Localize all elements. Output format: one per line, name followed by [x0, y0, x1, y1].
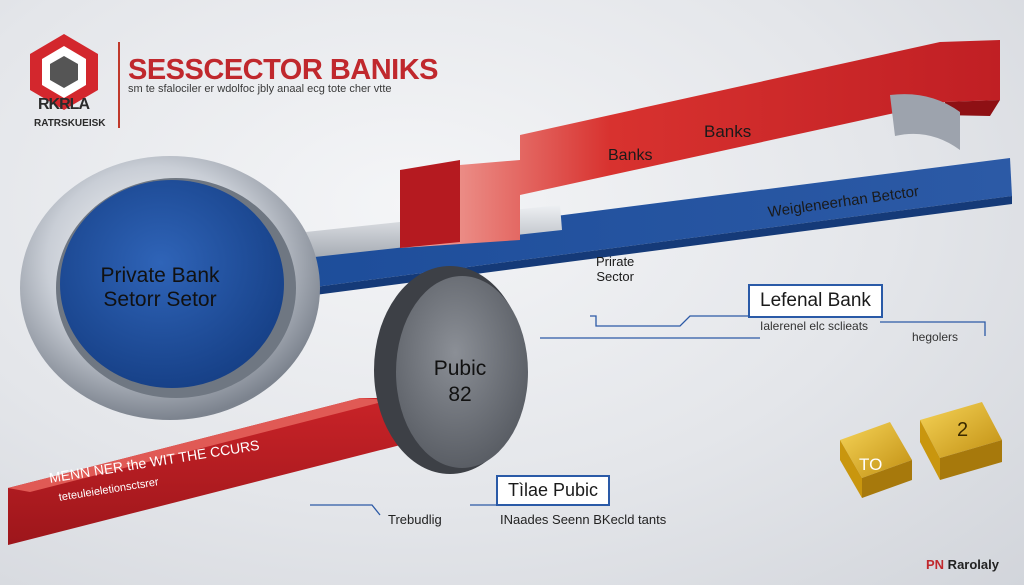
lefenal-bank-box: Lefenal Bank	[748, 284, 883, 318]
logo-text: RKRLA	[38, 96, 90, 113]
public-coin	[374, 266, 528, 474]
banks-label-1: Banks	[608, 147, 653, 164]
logo-subtext: RATRSKUEISK	[34, 118, 106, 129]
brand-watermark: PN Rarolaly	[926, 557, 999, 572]
brand-suffix: Rarolaly	[944, 557, 999, 572]
public-coin-label: Pubic 82	[420, 356, 500, 408]
banks-label-2: Banks	[704, 122, 752, 141]
header-divider	[118, 42, 120, 128]
private-sector-line-2: Sector	[596, 269, 634, 284]
bank-logo-icon	[30, 34, 98, 110]
public-line-1: Pubic	[433, 357, 487, 380]
private-bank-line-1: Private Bank	[100, 264, 220, 287]
gold-blocks	[840, 402, 1002, 498]
private-sector-line-1: Prirate	[596, 254, 635, 269]
public-line-2: 82	[448, 383, 472, 406]
trebudlig-caption: Trebudlig	[388, 512, 442, 527]
inaades-caption: INaades Seenn BKecld tants	[500, 512, 667, 527]
hegolers-caption: hegolers	[912, 330, 959, 344]
gold-block-label-2: 2	[957, 419, 969, 441]
brand-prefix: PN	[926, 557, 945, 572]
gold-block-label-to: TO	[859, 455, 883, 474]
red-ribbon-upper	[400, 40, 1000, 248]
private-bank-ring	[20, 156, 320, 420]
private-bank-line-2: Setorr Setor	[103, 288, 217, 311]
red-ribbon-lower	[8, 398, 420, 545]
page-subtitle: sm te sfalociler er wdolfoc jbly anaal e…	[128, 83, 392, 95]
private-bank-label: Private Bank Setorr Setor	[80, 264, 240, 312]
private-sector-label: Prirate Sector	[596, 254, 634, 284]
lefenal-bank-caption: Ialerenel elc sclieats	[760, 319, 869, 333]
public-box: Tìlae Pubic	[496, 475, 611, 506]
page-title: SESSCECTOR BANIKS	[128, 54, 439, 86]
connector-lines	[310, 315, 986, 516]
